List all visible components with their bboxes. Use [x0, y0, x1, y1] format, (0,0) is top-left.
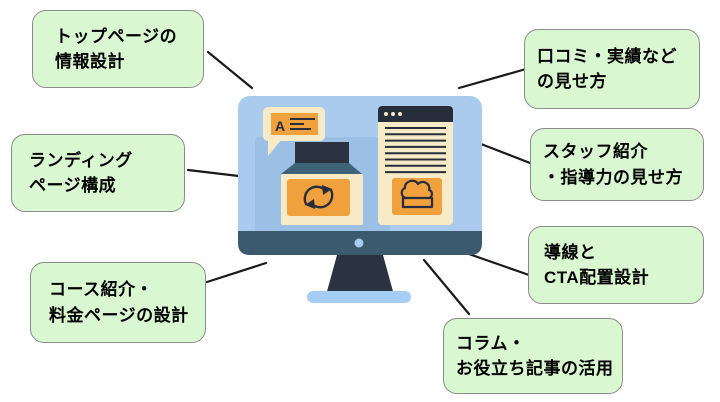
- bottle-cap: [295, 142, 349, 163]
- callout-text-line: の見せ方: [537, 72, 607, 91]
- callout-text-line: スタッフ紹介: [543, 142, 648, 161]
- callout-text-line: ・指導力の見せ方: [543, 167, 683, 187]
- connector-reviews-results: [457, 67, 528, 90]
- connector-course-pricing: [205, 261, 268, 284]
- callout-text-line: トップページの: [55, 26, 178, 46]
- cloud-upload-icon: [400, 179, 434, 209]
- text-snippet-icon: A: [275, 118, 315, 134]
- callout-text-line: ページ構成: [29, 176, 117, 195]
- monitor-illustration: A: [238, 96, 482, 303]
- bottle-shoulder: [281, 163, 362, 174]
- callout-text-line: 口コミ・実績など: [537, 46, 677, 66]
- callout-text-line: ランディング: [29, 150, 133, 170]
- monitor-base: [307, 291, 411, 303]
- monitor-stand: [326, 255, 394, 295]
- callout-text-line: 導線と: [544, 242, 597, 262]
- svg-text:A: A: [275, 118, 285, 134]
- speech-bubble: A: [263, 107, 325, 156]
- callout-column-articles: コラム・ お役立ち記事の活用: [443, 318, 623, 394]
- connector-landing-page: [186, 168, 249, 179]
- connector-cta-layout: [464, 251, 531, 277]
- callout-text-line: 情報設計: [55, 52, 125, 71]
- connector-staff-intro: [479, 142, 532, 165]
- connector-column-articles: [422, 258, 471, 316]
- browser-window-dots-icon: [384, 112, 402, 116]
- document-window: [378, 106, 453, 225]
- callout-text-line: お役立ち記事の活用: [456, 359, 614, 378]
- callout-course-pricing: コース紹介・ 料金ページの設計: [30, 262, 206, 343]
- callout-text-line: コース紹介・: [49, 280, 154, 299]
- callout-text-line: 料金ページの設計: [49, 305, 189, 325]
- callout-landing-page: ランディング ページ構成: [11, 134, 185, 212]
- callout-text-line: CTA配置設計: [544, 268, 650, 287]
- document-header-bar: [378, 106, 453, 122]
- callout-reviews-results: 口コミ・実績など の見せ方: [524, 29, 700, 109]
- webcam-dot: [354, 238, 364, 248]
- callout-top-page-info: トップページの 情報設計: [32, 10, 204, 88]
- callout-staff-intro: スタッフ紹介 ・指導力の見せ方: [530, 128, 704, 201]
- callout-cta-layout: 導線と CTA配置設計: [528, 226, 704, 304]
- connector-lines: [186, 50, 532, 316]
- sync-arrows-icon: [303, 185, 334, 209]
- ink-bottle: [281, 142, 363, 225]
- connector-top-page-info: [206, 50, 254, 90]
- document-text-lines: [385, 127, 446, 174]
- callout-text-line: コラム・: [456, 333, 526, 353]
